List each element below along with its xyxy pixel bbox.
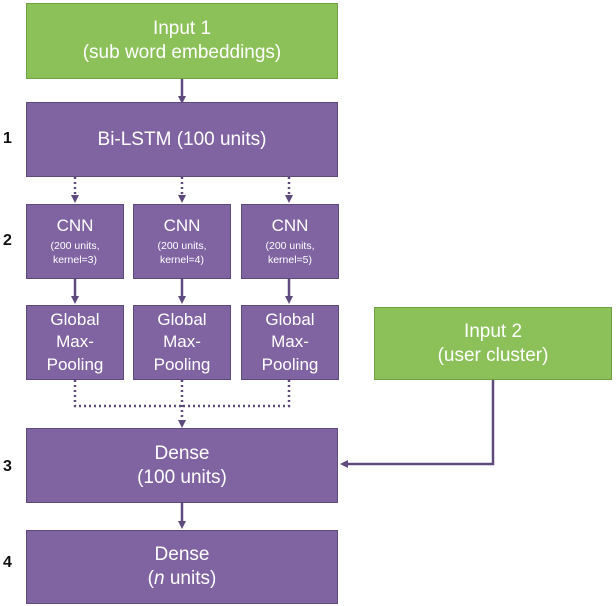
input2-box: Input 2 (user cluster) bbox=[374, 307, 612, 380]
cnn-units: (200 units, bbox=[50, 239, 100, 252]
dense2-units: (n units) bbox=[148, 567, 217, 591]
dense1-box: Dense (100 units) bbox=[26, 428, 338, 503]
pooling-line-3: Pooling bbox=[261, 354, 319, 374]
input1-subtitle: (sub word embeddings) bbox=[82, 42, 282, 63]
pooling-box-3: Global Max- Pooling bbox=[241, 305, 339, 380]
pooling-box-2: Global Max- Pooling bbox=[133, 305, 231, 380]
dense2-units-text: units) bbox=[164, 568, 217, 589]
dense2-n-variable: n bbox=[154, 568, 165, 589]
pooling-line-1: Global bbox=[50, 310, 100, 330]
pooling-line-2: Max- bbox=[56, 332, 94, 352]
dense1-units: (100 units) bbox=[137, 466, 227, 488]
dotted-merge-pool-1 bbox=[73, 380, 182, 408]
layer-number-2: 2 bbox=[3, 232, 12, 249]
pooling-line-2: Max- bbox=[271, 332, 309, 352]
bilstm-box: Bi-LSTM (100 units) bbox=[26, 102, 338, 177]
cnn-title: CNN bbox=[163, 216, 201, 236]
input1-box: Input 1 (sub word embeddings) bbox=[26, 3, 338, 79]
cnn-box-3: CNN (200 units, kernel=5) bbox=[241, 204, 339, 279]
input2-subtitle: (user cluster) bbox=[437, 344, 549, 366]
arrow-input2-to-dense bbox=[340, 380, 495, 468]
pooling-line-3: Pooling bbox=[46, 354, 104, 374]
dense1-title: Dense bbox=[154, 442, 210, 464]
cnn-title: CNN bbox=[271, 216, 309, 236]
cnn-box-1: CNN (200 units, kernel=3) bbox=[26, 204, 124, 279]
input1-title: Input 1 bbox=[152, 18, 212, 40]
layer-number-4: 4 bbox=[3, 554, 12, 571]
bilstm-label: Bi-LSTM (100 units) bbox=[97, 128, 267, 150]
cnn-kernel: kernel=4) bbox=[159, 253, 205, 266]
pooling-box-1: Global Max- Pooling bbox=[26, 305, 124, 380]
dotted-merge-pool-3 bbox=[182, 380, 291, 408]
dense2-title: Dense bbox=[154, 544, 210, 566]
cnn-kernel: kernel=5) bbox=[267, 253, 313, 266]
cnn-units: (200 units, bbox=[157, 239, 207, 252]
cnn-kernel: kernel=3) bbox=[52, 253, 98, 266]
input2-title: Input 2 bbox=[463, 320, 523, 342]
pooling-line-3: Pooling bbox=[153, 354, 211, 374]
pooling-line-2: Max- bbox=[163, 332, 201, 352]
pooling-line-1: Global bbox=[157, 310, 207, 330]
layer-number-1: 1 bbox=[3, 130, 12, 147]
layer-number-3: 3 bbox=[3, 458, 12, 475]
pooling-line-1: Global bbox=[265, 310, 315, 330]
cnn-title: CNN bbox=[56, 216, 94, 236]
dense2-paren-open: ( bbox=[147, 568, 154, 589]
dense2-box: Dense (n units) bbox=[26, 530, 338, 604]
cnn-units: (200 units, bbox=[265, 239, 315, 252]
cnn-box-2: CNN (200 units, kernel=4) bbox=[133, 204, 231, 279]
